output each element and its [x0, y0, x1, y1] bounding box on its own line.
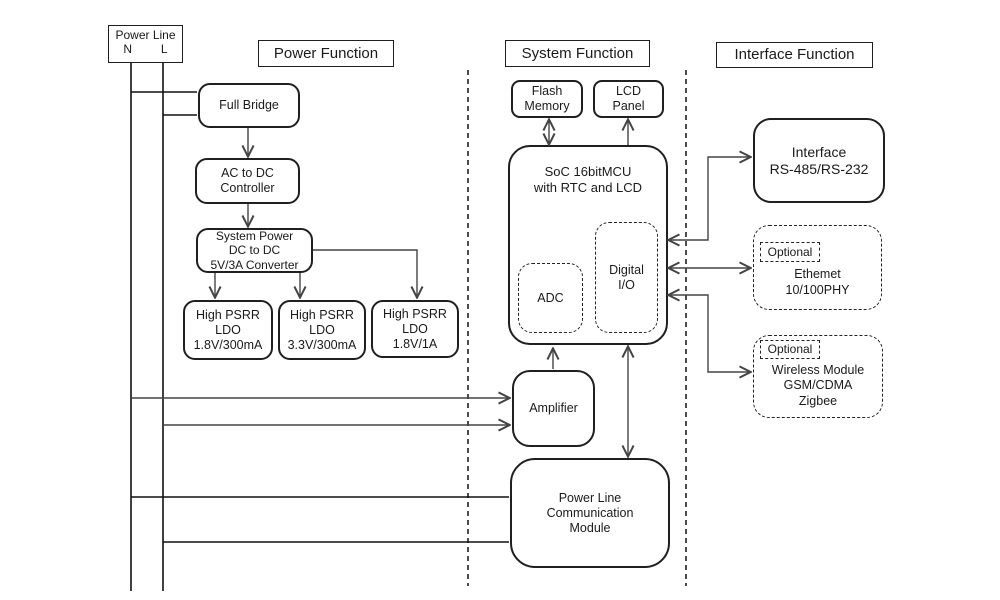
ethernet-optional-block: [753, 225, 882, 310]
flash-memory-block: Flash Memory: [511, 80, 583, 118]
ethernet-label: Ethemet 10/100PHY: [785, 267, 850, 297]
plc-module-block: Power Line Communication Module: [510, 458, 670, 568]
adc-block: ADC: [518, 263, 583, 333]
soc-block: [508, 145, 668, 345]
arrow-soc-to-wireless: [669, 295, 750, 372]
section-header-interface: Interface Function: [716, 42, 873, 68]
section-header-system: System Function: [505, 40, 650, 67]
rs-interface-block: Interface RS-485/RS-232: [753, 118, 885, 203]
power-line-title: Power Line: [115, 28, 176, 42]
live-label: L: [160, 42, 168, 57]
lcd-panel-block: LCD Panel: [593, 80, 664, 118]
ethernet-optional-tag: Optional: [760, 242, 820, 262]
ldo-3-block: High PSRR LDO 1.8V/1A: [371, 300, 459, 358]
ac-dc-controller-block: AC to DC Controller: [195, 158, 300, 204]
power-line-box: Power Line N L: [108, 25, 183, 63]
wireless-optional-tag: Optional: [760, 340, 820, 359]
arrow-system-power-to-ldo3: [313, 249, 417, 297]
amplifier-block: Amplifier: [512, 370, 595, 447]
ldo-1-block: High PSRR LDO 1.8V/300mA: [183, 300, 273, 360]
system-power-converter-block: System Power DC to DC 5V/3A Converter: [196, 228, 313, 273]
soc-label: SoC 16bitMCU with RTC and LCD: [533, 163, 643, 195]
ldo-2-block: High PSRR LDO 3.3V/300mA: [278, 300, 366, 360]
wireless-optional-block: [753, 335, 883, 418]
arrow-soc-to-rs-interface: [669, 157, 750, 240]
wireless-label: Wireless Module GSM/CDMA Zigbee: [771, 362, 865, 408]
digital-io-block: Digital I/O: [595, 222, 658, 333]
section-header-power: Power Function: [258, 40, 394, 67]
full-bridge-block: Full Bridge: [198, 83, 300, 128]
neutral-label: N: [123, 42, 133, 57]
